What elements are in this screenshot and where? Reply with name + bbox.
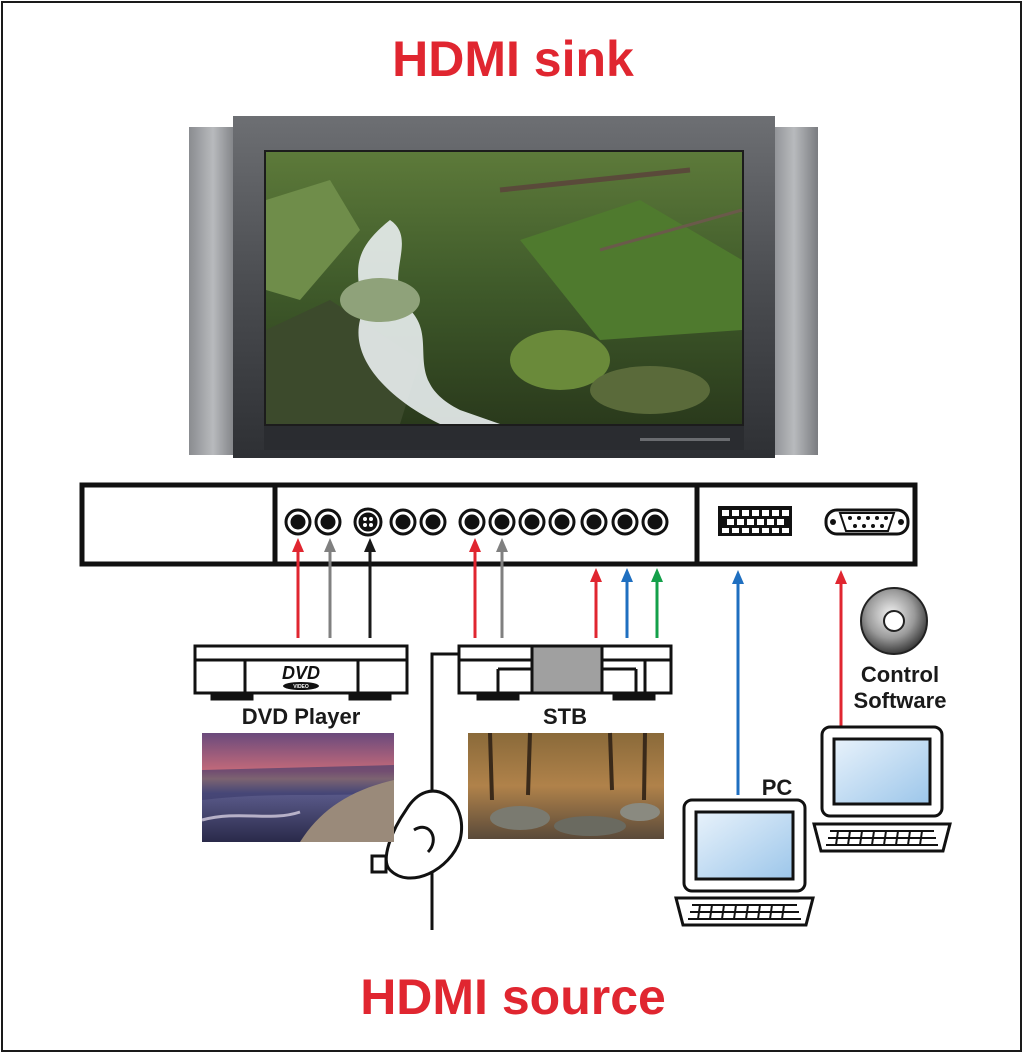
jack-7	[488, 508, 516, 536]
vga-port-icon	[718, 506, 792, 536]
rca-jacks	[284, 507, 669, 537]
tv-icon	[189, 116, 818, 458]
jack-4	[389, 508, 417, 536]
dvd-logo: DVD VIDEO	[282, 663, 320, 690]
dvd-player-label: DVD Player	[241, 704, 361, 729]
svg-text:DVD: DVD	[282, 663, 320, 683]
serial-port-icon	[824, 508, 910, 536]
control-label-line2: Software	[853, 688, 947, 713]
stb-icon	[457, 644, 673, 701]
control-laptop-icon	[812, 725, 952, 853]
control-label-line1: Control	[860, 662, 940, 687]
jack-8	[518, 508, 546, 536]
jack-11	[611, 508, 639, 536]
jack-2	[314, 508, 342, 536]
jack-12	[641, 508, 669, 536]
cd-icon	[860, 587, 928, 655]
jack-5	[419, 508, 447, 536]
connection-arrows	[292, 538, 847, 795]
stb-label: STB	[543, 704, 587, 729]
beach-photo	[201, 733, 394, 842]
forest-photo	[468, 732, 664, 839]
jack-1	[284, 508, 312, 536]
pc-label: PC	[761, 775, 793, 800]
svg-text:VIDEO: VIDEO	[293, 684, 309, 690]
control-software-label: Control Software	[842, 662, 958, 714]
source-title: HDMI source	[360, 969, 666, 1025]
s-video-jack	[353, 507, 383, 537]
sink-title: HDMI sink	[392, 31, 634, 87]
jack-10	[580, 508, 608, 536]
jack-9	[548, 508, 576, 536]
satellite-dish-icon	[370, 652, 463, 930]
jack-6	[458, 508, 486, 536]
laptop-icon	[674, 798, 815, 927]
